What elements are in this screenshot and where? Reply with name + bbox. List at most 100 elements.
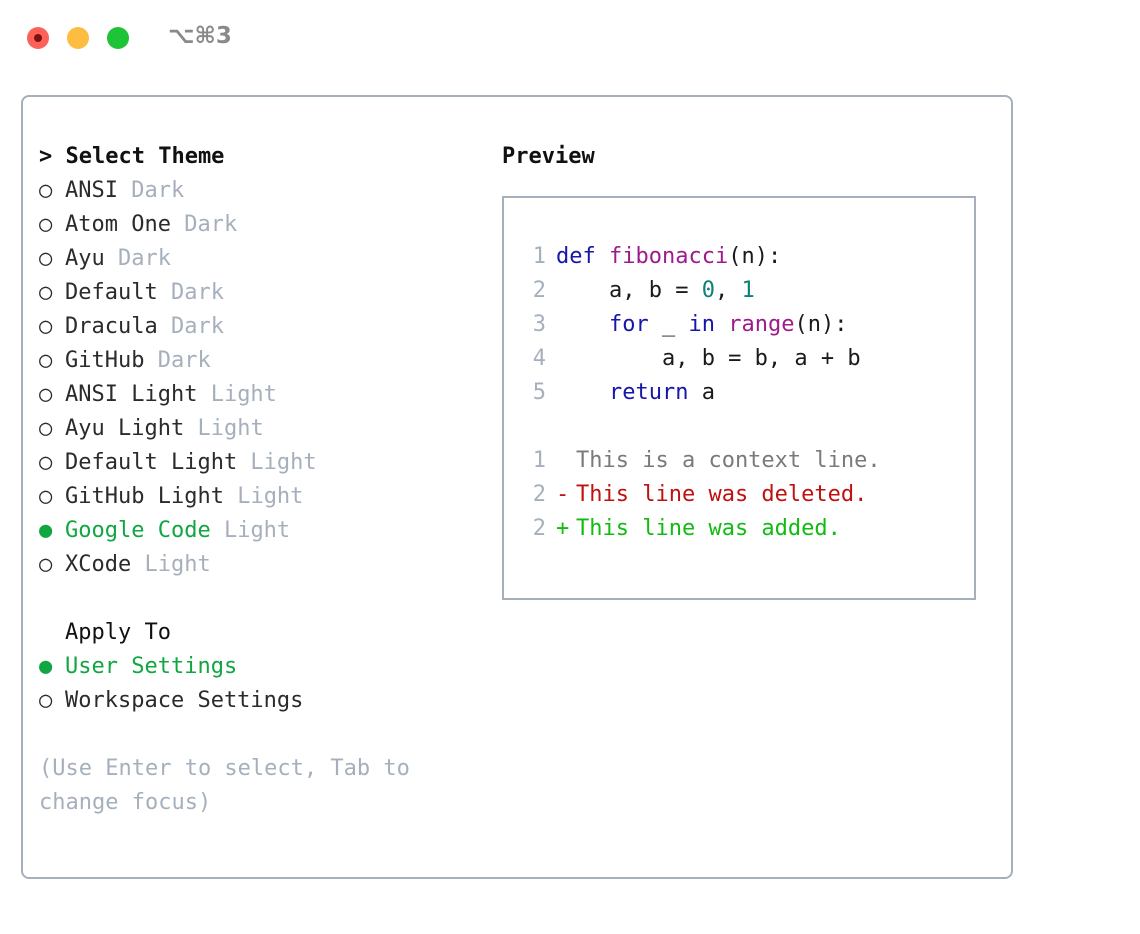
zoom-window-button[interactable] — [107, 27, 129, 49]
apply-to-option-label: Workspace Settings — [65, 688, 304, 713]
theme-option-google-code[interactable]: ●Google Code Light — [39, 514, 489, 548]
minimize-window-button[interactable] — [67, 27, 89, 49]
radio-unselected-icon: ○ — [39, 348, 53, 373]
diff-line-content: This is a context line. — [576, 448, 881, 473]
theme-option-variant: Dark — [157, 280, 224, 305]
theme-option-list: ○ANSI Dark○Atom One Dark○Ayu Dark○Defaul… — [39, 174, 489, 582]
diff-line-content: This line was added. — [576, 516, 841, 541]
radio-unselected-icon: ○ — [39, 484, 53, 509]
theme-option-atom-one[interactable]: ○Atom One Dark — [39, 208, 489, 242]
code-line: 3 for _ in range(n): — [520, 308, 968, 342]
theme-option-xcode[interactable]: ○XCode Light — [39, 548, 489, 582]
code-line-text: for _ in range(n): — [546, 312, 847, 337]
theme-option-dracula[interactable]: ○ Dracula Dark — [39, 310, 489, 344]
code-line-text: a, b = 0, 1 — [546, 278, 755, 303]
theme-option-label: XCode — [65, 552, 132, 577]
diff-line-text: +This line was added. — [546, 516, 841, 541]
diff-line-add: 2+This line was added. — [520, 512, 968, 546]
line-number: 3 — [532, 312, 546, 337]
code-line-text: return a — [546, 380, 715, 405]
theme-option-ansi-light[interactable]: ○ANSI Light Light — [39, 378, 489, 412]
code-token-num: 1 — [741, 278, 755, 303]
theme-option-variant: Dark — [157, 314, 224, 339]
theme-option-variant: Light — [184, 416, 264, 441]
diff-marker-icon — [556, 444, 576, 478]
theme-option-github[interactable]: ○ GitHub Dark — [39, 344, 489, 378]
radio-unselected-icon: ○ — [39, 212, 53, 237]
code-token-plain: a, b = — [556, 278, 702, 303]
apply-to-option-user-settings[interactable]: ● User Settings — [39, 650, 489, 684]
keyboard-shortcut-hint: ⌥⌘3 — [168, 23, 232, 49]
theme-option-ayu[interactable]: ○Ayu Dark — [39, 242, 489, 276]
code-token-fn: range — [728, 312, 795, 337]
radio-selected-icon: ● — [39, 654, 53, 679]
diff-marker-icon: + — [556, 516, 570, 541]
code-line: 2 a, b = 0, 1 — [520, 274, 968, 308]
code-token-kw: in — [688, 312, 715, 337]
select-theme-title: > Select Theme — [39, 144, 225, 169]
theme-option-ansi[interactable]: ○ANSI Dark — [39, 174, 489, 208]
diff-line-text: This is a context line. — [546, 448, 881, 473]
line-number: 4 — [532, 346, 546, 371]
diff-lines: 1 This is a context line. 2-This line was… — [520, 444, 968, 546]
theme-option-label: GitHub — [65, 348, 145, 373]
radio-unselected-icon: ○ — [39, 450, 53, 475]
theme-option-label: ANSI Light — [65, 382, 198, 407]
theme-option-label: Ayu — [65, 246, 105, 271]
code-token-plain: a, b = b, a + b — [556, 346, 861, 371]
apply-to-option-workspace-settings[interactable]: ○ Workspace Settings — [39, 684, 489, 718]
theme-option-variant: Light — [197, 382, 277, 407]
theme-option-variant: Light — [223, 484, 304, 509]
apply-to-section: Apply To ●User Settings○Workspace Settin… — [39, 616, 489, 718]
code-token-punct: (n): — [728, 244, 782, 269]
help-text: (Use Enter to select, Tab to change focu… — [39, 756, 424, 815]
code-token-kw: for — [608, 312, 649, 337]
theme-option-default[interactable]: ○Default Dark — [39, 276, 489, 310]
code-line-text: def fibonacci(n): — [546, 244, 781, 269]
theme-option-variant: Dark — [170, 212, 238, 237]
line-number: 1 — [532, 244, 546, 269]
code-token-punct: (n): — [794, 312, 848, 337]
apply-to-option-label: User Settings — [65, 654, 238, 679]
theme-option-github-light[interactable]: ○ GitHub Light Light — [39, 480, 489, 514]
line-number: 2 — [532, 278, 546, 303]
line-number: 1 — [532, 448, 546, 473]
theme-option-label: ANSI — [65, 178, 118, 203]
theme-option-variant: Light — [237, 450, 317, 475]
code-line: 4 a, b = b, a + b — [520, 342, 968, 376]
line-number: 2 — [532, 516, 546, 541]
theme-option-default-light[interactable]: ○ Default Light Light — [39, 446, 489, 480]
theme-option-label: Ayu Light — [65, 416, 185, 441]
code-token-plain — [556, 312, 609, 337]
radio-selected-icon: ● — [39, 518, 53, 543]
diff-line-text: -This line was deleted. — [546, 482, 867, 507]
radio-unselected-icon: ○ — [39, 688, 53, 713]
diff-line-context: 1 This is a context line. — [520, 444, 968, 478]
theme-option-variant: Light — [210, 518, 291, 543]
theme-option-variant: Dark — [104, 246, 171, 271]
theme-option-variant: Dark — [117, 178, 185, 203]
code-token-plain: a — [688, 380, 715, 405]
theme-option-label: GitHub Light — [65, 484, 224, 509]
radio-unselected-icon: ○ — [39, 416, 53, 441]
radio-unselected-icon: ○ — [39, 314, 53, 339]
apply-to-option-list: ● User Settings ○ Workspace Settings — [39, 650, 489, 718]
code-token-plain — [715, 312, 728, 337]
theme-option-label: Default Light — [65, 450, 238, 475]
diff-marker-icon: - — [556, 482, 570, 507]
theme-option-label: Default — [65, 280, 158, 305]
preview-title: Preview — [502, 144, 595, 169]
theme-option-variant: Dark — [144, 348, 211, 373]
theme-option-label: Dracula — [65, 314, 158, 339]
close-window-button[interactable] — [27, 27, 49, 49]
code-token-fn: fibonacci — [608, 244, 729, 269]
theme-option-ayu-light[interactable]: ○ Ayu Light Light — [39, 412, 489, 446]
theme-option-variant: Light — [131, 552, 211, 577]
line-number: 2 — [532, 482, 546, 507]
diff-line-content: This line was deleted. — [576, 482, 868, 507]
